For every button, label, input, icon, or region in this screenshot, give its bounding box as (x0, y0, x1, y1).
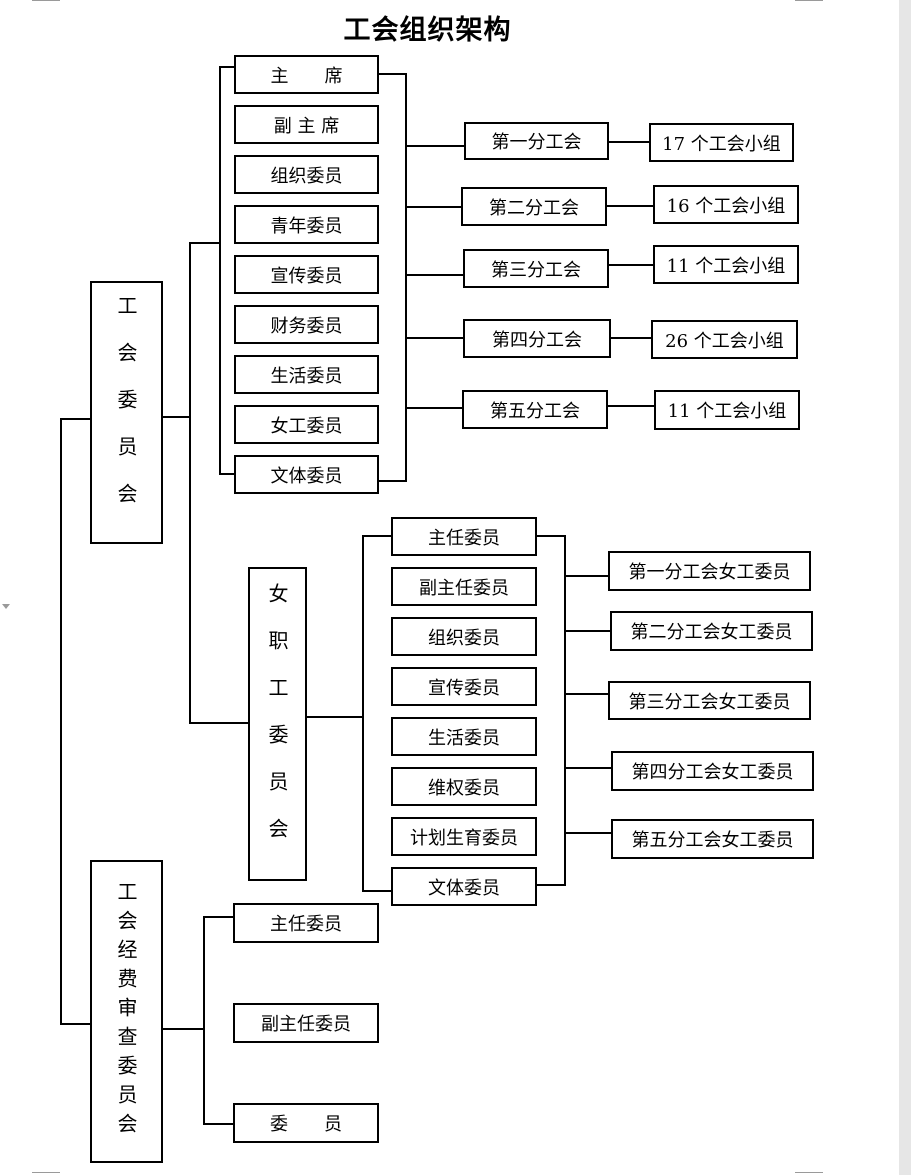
union-groups-box: 26 个工会小组 (651, 320, 798, 359)
connector (405, 206, 463, 208)
connector (405, 145, 466, 147)
branch-women-member-box: 第二分工会女工委员 (610, 611, 813, 651)
connector (564, 767, 613, 769)
connector (60, 418, 91, 420)
women-member-welfare: 生活委员 (391, 717, 537, 756)
women-member-culture-sports: 文体委员 (391, 867, 537, 906)
women-member-publicity: 宣传委员 (391, 667, 537, 706)
connector (564, 630, 612, 632)
connector (219, 473, 235, 475)
page-marker-icon (2, 604, 10, 609)
union-groups-box: 11 个工会小组 (653, 245, 799, 284)
committee-member-welfare: 生活委员 (234, 355, 379, 394)
crop-mark-top-left (32, 0, 60, 1)
union-groups-box: 11 个工会小组 (654, 390, 800, 430)
connector (189, 722, 249, 724)
connector (377, 73, 407, 75)
connector (60, 418, 62, 1025)
audit-member-deputy-director: 副主任委员 (233, 1003, 379, 1043)
connector (203, 916, 235, 918)
connector (405, 337, 465, 339)
connector (219, 66, 235, 68)
chart-title: 工会组织架构 (343, 15, 512, 46)
connector (362, 868, 364, 878)
crop-mark-bottom-right (795, 1172, 823, 1173)
women-member-director: 主任委员 (391, 517, 537, 556)
committee-member-finance: 财务委员 (234, 305, 379, 344)
branch-women-member-box: 第四分工会女工委员 (611, 751, 814, 791)
crop-mark-bottom-left (32, 1172, 60, 1173)
connector (162, 416, 191, 418)
connector (564, 535, 566, 886)
connector (405, 274, 465, 276)
connector (405, 407, 464, 409)
connector (606, 205, 655, 207)
union-groups-box: 16 个工会小组 (653, 185, 799, 224)
branch-box: 第二分工会 (461, 187, 607, 226)
committee-member-women: 女工委员 (234, 405, 379, 444)
connector (606, 405, 656, 407)
connector (535, 884, 566, 886)
connector (362, 535, 364, 892)
branch-box: 第五分工会 (462, 390, 608, 429)
committee-member-youth: 青年委员 (234, 205, 379, 244)
committee-member-vice-chair: 副 主 席 (234, 105, 379, 144)
branch-women-member-box: 第一分工会女工委员 (608, 551, 811, 591)
connector (162, 1028, 205, 1030)
union-committee-box: 工会委员会 (90, 281, 163, 544)
committee-member-chair: 主 席 (234, 55, 379, 94)
connector (189, 242, 191, 724)
audit-committee-box: 工会经费审查委员会 (90, 860, 163, 1163)
committee-member-culture-sports: 文体委员 (234, 455, 379, 494)
branch-women-member-box: 第五分工会女工委员 (611, 819, 814, 859)
page-right-margin (899, 0, 911, 1175)
women-member-family-planning: 计划生育委员 (391, 817, 537, 856)
crop-mark-top-right (795, 0, 823, 1)
connector (535, 535, 566, 537)
connector (362, 535, 393, 537)
connector (564, 575, 610, 577)
connector (564, 693, 610, 695)
women-committee-box: 女职工委员会 (248, 567, 307, 881)
women-member-deputy-director: 副主任委员 (391, 567, 537, 606)
branch-box: 第四分工会 (463, 319, 611, 358)
connector (305, 716, 364, 718)
connector (564, 832, 613, 834)
connector (608, 141, 651, 143)
connector (203, 916, 205, 1125)
branch-box: 第三分工会 (463, 249, 609, 288)
branch-women-member-box: 第三分工会女工委员 (608, 681, 811, 720)
connector (607, 264, 655, 266)
committee-member-publicity: 宣传委员 (234, 255, 379, 294)
connector (405, 73, 407, 482)
connector (377, 480, 407, 482)
union-groups-box: 17 个工会小组 (649, 123, 794, 162)
committee-member-organization: 组织委员 (234, 155, 379, 194)
connector (203, 1123, 235, 1125)
branch-box: 第一分工会 (464, 122, 609, 160)
connector (362, 890, 393, 892)
audit-member-director: 主任委员 (233, 903, 379, 943)
connector (60, 1023, 91, 1025)
connector (189, 242, 221, 244)
women-member-rights: 维权委员 (391, 767, 537, 806)
connector (610, 337, 653, 339)
women-member-organization: 组织委员 (391, 617, 537, 656)
connector (219, 66, 221, 475)
audit-member: 委 员 (233, 1103, 379, 1143)
